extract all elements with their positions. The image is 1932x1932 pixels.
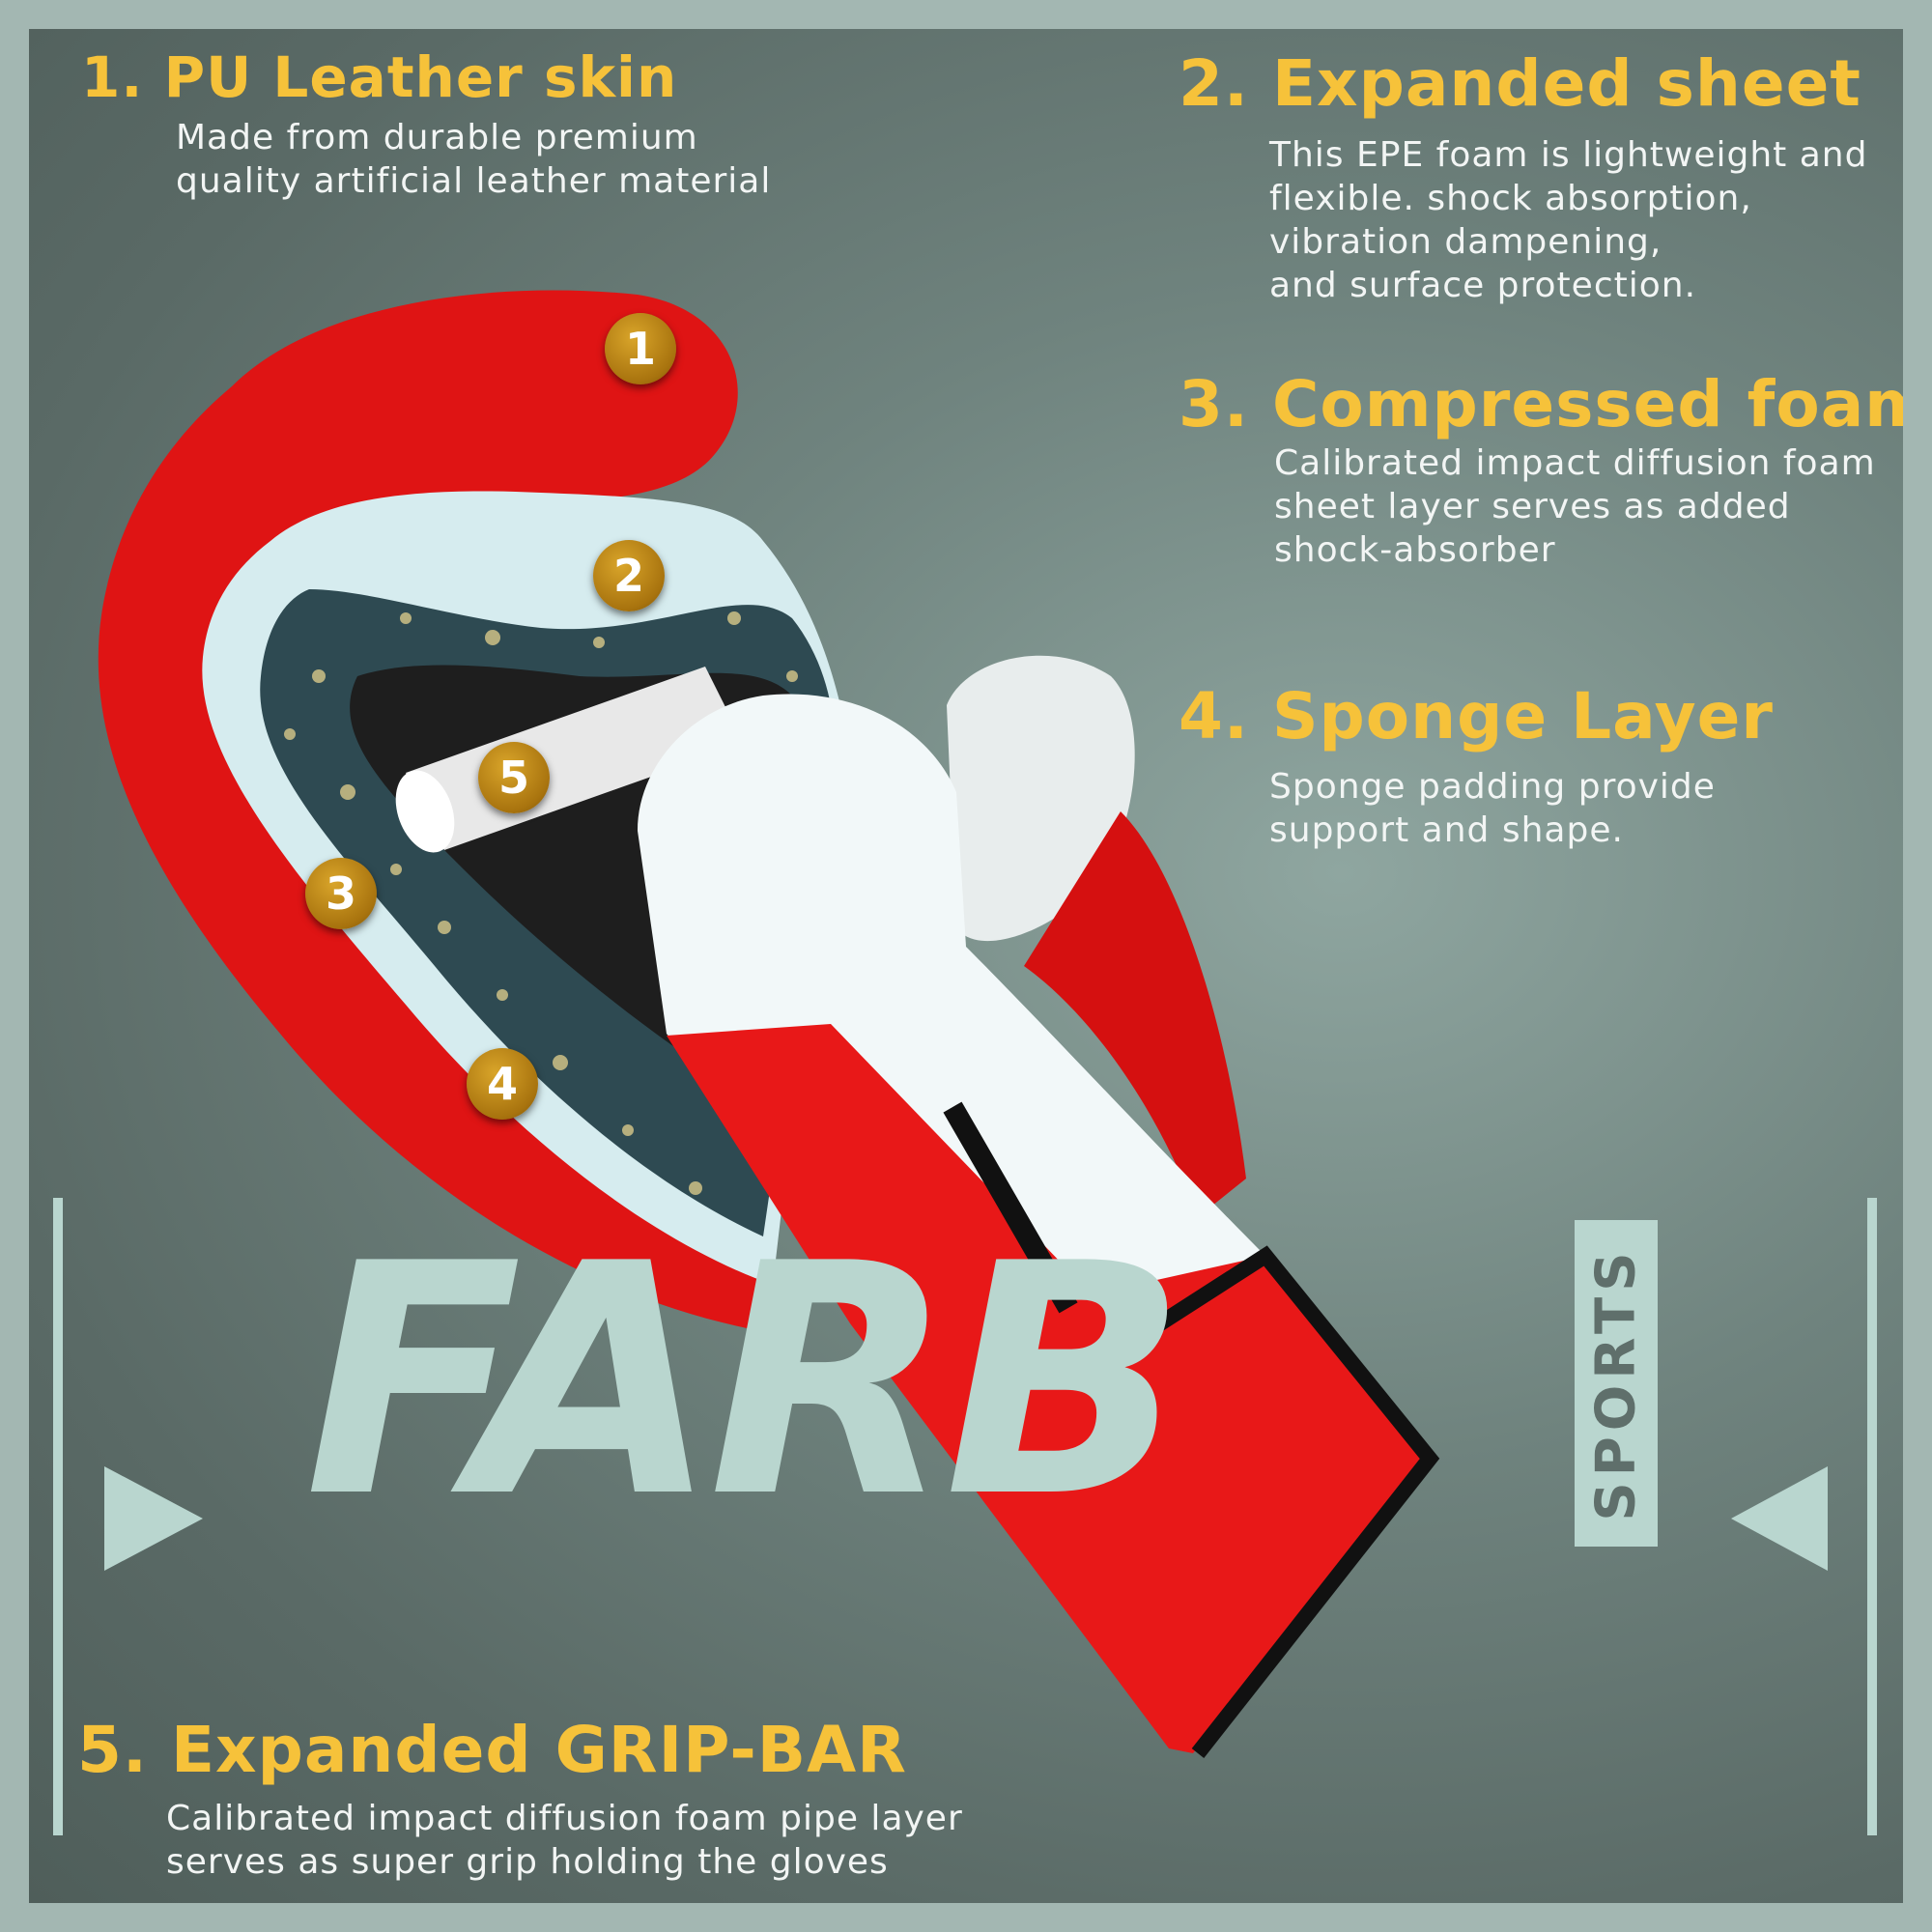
feature-5-heading: 5. Expanded GRIP-BAR bbox=[77, 1713, 907, 1787]
right-arrow-icon bbox=[1731, 1466, 1828, 1571]
marker-3: 3 bbox=[305, 858, 377, 929]
brand-logo-sports-text: SPORTS bbox=[1584, 1245, 1648, 1521]
glove-palm bbox=[638, 694, 1265, 1352]
infographic-frame: FARB SPORTS 1 2 5 3 4 1. PU Leather s bbox=[29, 29, 1903, 1903]
feature-1-heading: 1. PU Leather skin bbox=[81, 44, 678, 110]
feature-4-heading: 4. Sponge Layer bbox=[1179, 679, 1774, 753]
foam-speckles bbox=[284, 611, 798, 1195]
marker-2: 2 bbox=[593, 540, 665, 611]
glove-cuff bbox=[667, 1024, 1430, 1753]
boxing-glove-illustration bbox=[53, 290, 1877, 1835]
cuff-slot bbox=[943, 1101, 1078, 1314]
feature-3-heading: 3. Compressed foam bbox=[1179, 367, 1903, 441]
marker-4: 4 bbox=[467, 1048, 538, 1120]
left-frame-line bbox=[53, 1198, 63, 1835]
right-frame-line bbox=[1867, 1198, 1877, 1835]
wrist-strap-edge bbox=[1125, 1245, 1440, 1758]
marker-5: 5 bbox=[478, 742, 550, 813]
glove-thumb-red-side bbox=[1024, 811, 1246, 1217]
marker-1: 1 bbox=[605, 313, 676, 384]
feature-4-description: Sponge padding provide support and shape… bbox=[1269, 767, 1716, 850]
feature-3-description: Calibrated impact diffusion foam sheet l… bbox=[1274, 443, 1876, 570]
feature-2-description: This EPE foam is lightweight and flexibl… bbox=[1269, 135, 1868, 305]
brand-logo-sports-box: SPORTS bbox=[1575, 1220, 1658, 1547]
feature-5-description: Calibrated impact diffusion foam pipe la… bbox=[166, 1799, 963, 1882]
feature-2-heading: 2. Expanded sheet bbox=[1179, 46, 1861, 121]
brand-logo-wordmark: FARB bbox=[304, 1196, 1187, 1567]
feature-1-description: Made from durable premium quality artifi… bbox=[176, 118, 772, 201]
left-arrow-icon bbox=[104, 1466, 203, 1571]
